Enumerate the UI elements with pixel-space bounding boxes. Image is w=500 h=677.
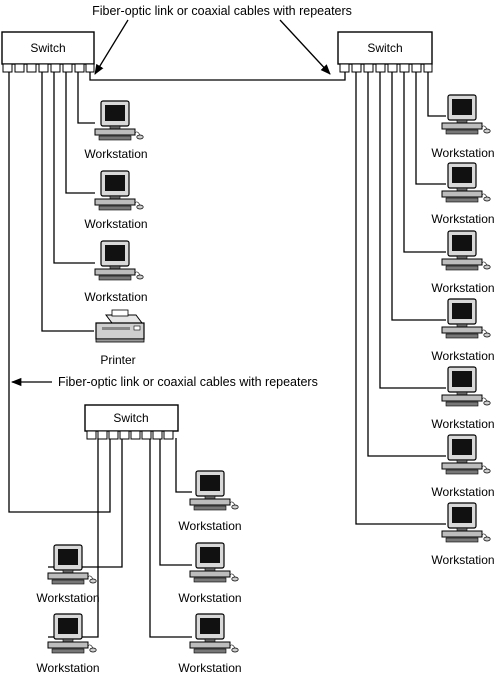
workstation-right-7: Workstation	[431, 502, 495, 567]
workstation-icon	[441, 230, 491, 271]
workstation-right-6: Workstation	[431, 434, 495, 499]
workstation-bottom-right-1: Workstation	[178, 470, 242, 533]
workstation-icon	[94, 100, 144, 141]
switch-top-left: Switch	[1, 31, 95, 73]
workstation-bottom-right-3: Workstation	[178, 613, 242, 675]
switch-label: Switch	[30, 41, 65, 55]
workstation-icon	[47, 544, 97, 585]
workstation-icon	[189, 613, 239, 654]
middle-link-annotation: Fiber-optic link or coaxial cables with …	[58, 375, 318, 389]
workstation-left-2: Workstation	[84, 170, 148, 231]
switch-icon	[86, 430, 174, 440]
workstation-icon	[441, 434, 491, 475]
device-label: Workstation	[84, 147, 147, 161]
workstation-left-1: Workstation	[84, 100, 148, 161]
device-label: Workstation	[431, 553, 494, 567]
workstation-icon	[94, 240, 144, 281]
device-label: Workstation	[178, 519, 241, 533]
device-label: Workstation	[431, 281, 494, 295]
workstation-icon	[47, 613, 97, 654]
workstation-icon	[94, 170, 144, 211]
workstation-icon	[189, 542, 239, 583]
device-label: Workstation	[36, 591, 99, 605]
workstation-right-1: Workstation	[431, 94, 495, 160]
switch-icon	[339, 63, 433, 73]
device-label: Workstation	[431, 146, 494, 160]
workstation-right-2: Workstation	[431, 162, 495, 226]
device-label: Workstation	[431, 349, 494, 363]
workstation-icon	[189, 470, 239, 511]
workstation-icon	[441, 502, 491, 543]
printer-left: Printer	[95, 309, 145, 367]
workstation-bottom-left-1: Workstation	[36, 544, 100, 605]
device-label: Workstation	[84, 290, 147, 304]
workstation-icon	[441, 162, 491, 203]
switch-icon	[2, 63, 95, 73]
workstation-left-3: Workstation	[84, 240, 148, 304]
top-link-annotation: Fiber-optic link or coaxial cables with …	[92, 4, 352, 18]
switch-label: Switch	[113, 411, 148, 425]
device-label: Workstation	[36, 661, 99, 675]
device-label: Workstation	[84, 217, 147, 231]
workstation-bottom-right-2: Workstation	[178, 542, 242, 605]
workstation-bottom-left-2: Workstation	[36, 613, 100, 675]
switch-label: Switch	[367, 41, 402, 55]
workstation-right-4: Workstation	[431, 298, 495, 363]
device-label: Printer	[100, 353, 135, 367]
switch-bottom: Switch	[84, 404, 179, 440]
workstation-right-5: Workstation	[431, 366, 495, 431]
device-label: Workstation	[431, 417, 494, 431]
device-label: Workstation	[178, 591, 241, 605]
workstation-icon	[441, 94, 491, 135]
device-label: Workstation	[431, 212, 494, 226]
device-label: Workstation	[431, 485, 494, 499]
printer-icon	[95, 309, 145, 343]
switch-top-right: Switch	[337, 31, 433, 73]
workstation-icon	[441, 366, 491, 407]
workstation-icon	[441, 298, 491, 339]
workstation-right-3: Workstation	[431, 230, 495, 295]
device-label: Workstation	[178, 661, 241, 675]
